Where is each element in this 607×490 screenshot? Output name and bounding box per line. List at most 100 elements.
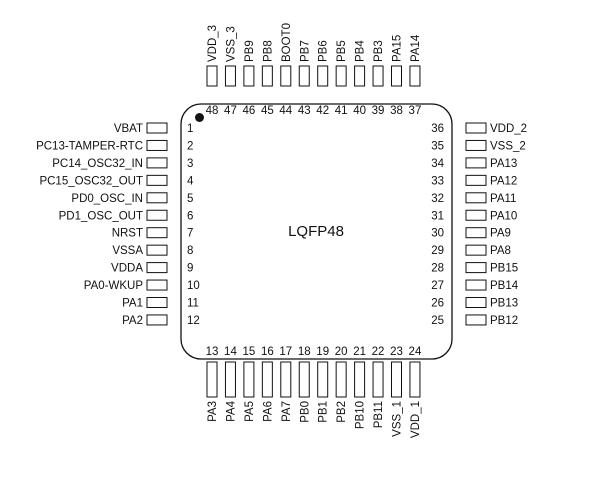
pin-number-bottom: 21 [353,346,366,358]
pin-pad-bottom [280,361,292,398]
pin-name-right: PA9 [490,228,511,240]
pin-pad-left [146,192,168,204]
pin-name-top: PA14 [410,34,422,62]
pin-name-right: PA10 [490,210,517,222]
package-label: LQFP48 [288,223,344,240]
pin-number-right: 34 [431,158,444,170]
pin-name-right: PA8 [490,245,511,257]
pin-name-top: PB4 [355,40,367,62]
pin-name-right: PA11 [490,193,516,205]
chip-body [180,103,453,360]
pin-name-left: PD1_OSC_OUT [59,210,143,222]
pin-pad-right [465,122,487,134]
pin-number-left: 3 [187,158,193,170]
pin-number-left: 6 [187,210,193,222]
pin-number-left: 12 [187,315,200,327]
pin-pad-bottom [335,361,347,398]
pin-number-bottom: 22 [372,346,385,358]
pin-pad-top [243,65,255,87]
pin-pad-top [206,65,218,87]
pin-pad-left [146,139,168,151]
pin-number-right: 28 [431,263,444,275]
pin-pad-right [465,314,487,326]
pin-name-right: VSS_2 [490,140,526,152]
pin-pad-left [146,157,168,169]
pin-pad-left [146,227,168,239]
pin-name-bottom: PB11 [373,401,385,428]
pin-pad-bottom [372,361,384,398]
pin-number-right: 29 [431,245,444,257]
pin-name-right: PB12 [490,315,518,327]
pin-name-left: VBAT [114,123,143,135]
pin-pad-left [146,244,168,256]
pin-name-left: PC15_OSC32_OUT [39,175,143,187]
pin-name-top: PB3 [373,40,385,62]
pin-number-left: 9 [187,263,193,275]
pin-number-bottom: 24 [409,346,422,358]
pin-number-bottom: 20 [335,346,348,358]
pin-name-left: PC14_OSC32_IN [52,158,143,170]
pin-number-top: 48 [206,105,219,117]
pin-number-top: 37 [409,105,422,117]
pin-number-bottom: 14 [224,346,237,358]
pin-pad-right [465,174,487,186]
pin-pad-top [335,65,347,87]
pin-pad-top [280,65,292,87]
pin-pad-bottom [317,361,329,398]
pin-number-right: 25 [431,315,444,327]
pin-name-left: PA1 [122,298,143,310]
pin-number-top: 47 [224,105,237,117]
pin-number-left: 5 [187,193,193,205]
pin-number-top: 40 [353,105,366,117]
pin-name-right: PB14 [490,280,519,292]
pin-name-bottom: PA7 [281,401,293,422]
pin-pad-top [391,65,402,87]
pin-number-top: 39 [372,105,385,117]
pin-number-top: 41 [335,105,348,117]
pin-number-right: 31 [431,210,444,222]
pin-name-top: VDD_3 [207,25,219,62]
pin-pad-top [317,65,329,87]
pin-name-top: BOOT0 [281,23,293,62]
pin-number-top: 45 [261,105,274,117]
pin-pad-bottom [224,361,236,398]
pin-number-top: 44 [279,105,292,117]
pin-pad-left [146,209,168,221]
pin-number-bottom: 23 [390,346,403,358]
pin-name-left: PA0-WKUP [84,280,144,292]
pin-name-top: PA15 [392,35,404,62]
pin-number-left: 2 [187,140,193,152]
pin-number-top: 43 [298,105,311,117]
pin-pad-bottom [354,361,366,398]
pin-name-right: PB13 [490,298,518,310]
pin-name-left: VSSA [112,245,143,257]
pin-name-left: PD0_OSC_IN [71,193,143,205]
pin-pad-left [146,122,168,134]
pin-name-bottom: PB10 [355,401,367,429]
pin-number-bottom: 13 [206,346,219,358]
pin-number-left: 10 [187,280,200,292]
pin-pad-left [146,314,168,326]
pin-name-left: PC13-TAMPER-RTC [36,140,143,152]
pin-pad-bottom [261,361,273,398]
pin-number-top: 46 [243,105,256,117]
pin-pad-bottom [243,361,255,398]
pin-number-right: 35 [431,140,444,152]
pin-pad-right [465,297,487,308]
pin-pad-left [146,262,168,274]
pin-pad-top [261,65,273,87]
pin-name-bottom: VDD_1 [410,401,422,438]
pin-pad-right [465,209,487,221]
pin-pad-left [146,297,168,308]
pin-number-right: 27 [431,280,444,292]
pin-pad-left [146,279,168,291]
pin-name-left: PA2 [122,315,143,327]
pin-pad-bottom [409,361,421,398]
pin-name-top: PB9 [244,40,256,62]
pin-number-right: 30 [431,228,444,240]
pin-name-top: PB5 [336,40,348,62]
pin-number-right: 36 [431,123,444,135]
pin-pad-right [465,139,487,151]
